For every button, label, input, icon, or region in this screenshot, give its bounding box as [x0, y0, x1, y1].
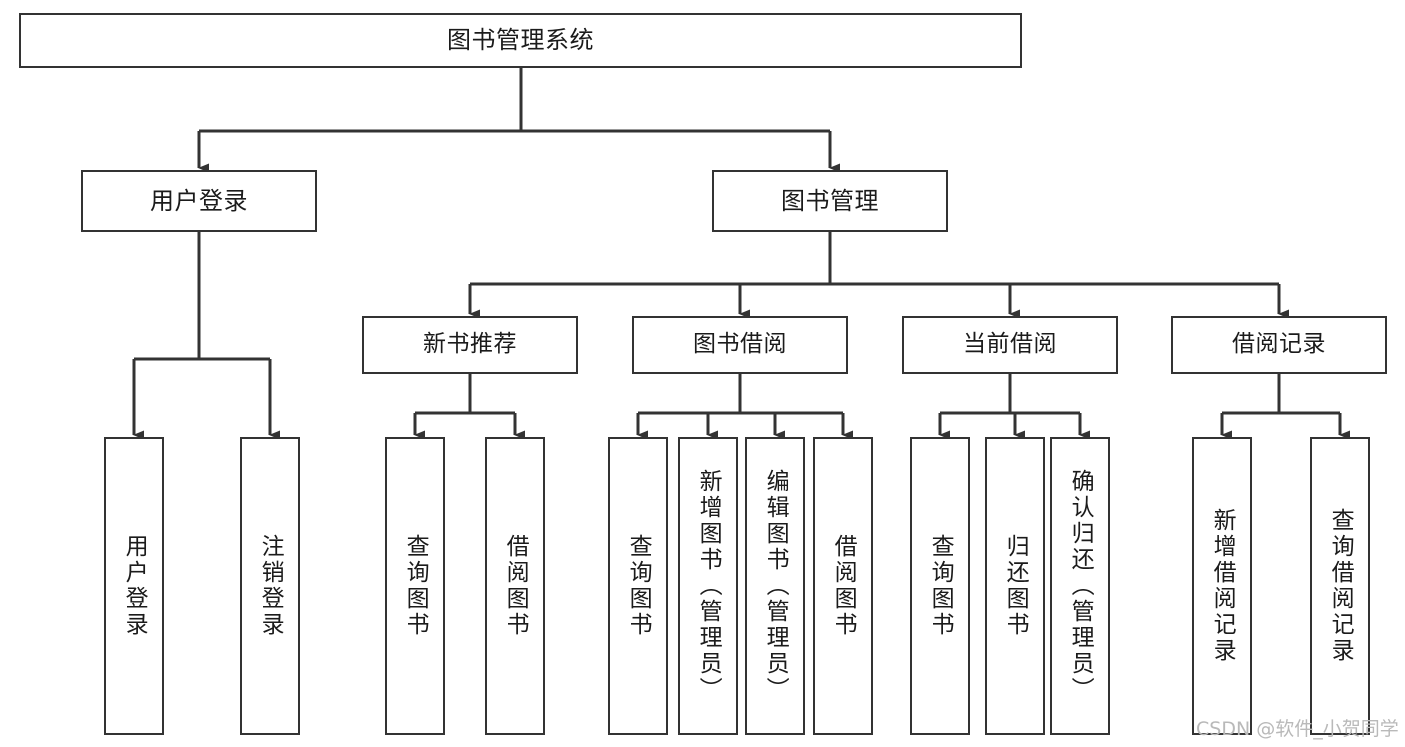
- node-label: 注销登录: [257, 534, 284, 638]
- node-newbooks[interactable]: 新书推荐: [362, 316, 578, 374]
- node-label: 新增图书（管理员）: [695, 469, 722, 703]
- node-leaf-logout[interactable]: 注销登录: [240, 437, 300, 735]
- node-label: 新增借阅记录: [1209, 508, 1236, 664]
- node-label: 借阅图书: [502, 534, 529, 638]
- node-label: 图书管理: [781, 186, 879, 215]
- node-label: 图书借阅: [693, 331, 787, 358]
- csdn-watermark: CSDN @软件_小贺同学: [1196, 718, 1399, 740]
- node-login[interactable]: 用户登录: [81, 170, 317, 232]
- node-label: 查询图书: [625, 534, 652, 638]
- node-label: 借阅图书: [830, 534, 857, 638]
- node-leaf-query-book[interactable]: 查询图书: [608, 437, 668, 735]
- node-leaf-query-record[interactable]: 查询借阅记录: [1310, 437, 1370, 735]
- edges: [132, 68, 1350, 440]
- node-label: 归还图书: [1002, 534, 1029, 638]
- node-leaf-borrow-new[interactable]: 借阅图书: [485, 437, 545, 735]
- node-label: 新书推荐: [423, 331, 517, 358]
- node-leaf-return[interactable]: 归还图书: [985, 437, 1045, 735]
- node-leaf-query-cur[interactable]: 查询图书: [910, 437, 970, 735]
- node-current[interactable]: 当前借阅: [902, 316, 1118, 374]
- node-leaf-borrow-book[interactable]: 借阅图书: [813, 437, 873, 735]
- node-label: 查询借阅记录: [1327, 508, 1354, 664]
- node-bookmgmt[interactable]: 图书管理: [712, 170, 948, 232]
- node-label: 借阅记录: [1232, 331, 1326, 358]
- node-leaf-add-record[interactable]: 新增借阅记录: [1192, 437, 1252, 735]
- node-leaf-query-new[interactable]: 查询图书: [385, 437, 445, 735]
- node-borrow[interactable]: 图书借阅: [632, 316, 848, 374]
- node-label: 用户登录: [150, 186, 248, 215]
- node-label: 编辑图书（管理员）: [762, 469, 789, 703]
- node-records[interactable]: 借阅记录: [1171, 316, 1387, 374]
- node-leaf-edit-book[interactable]: 编辑图书（管理员）: [745, 437, 805, 735]
- node-label: 查询图书: [927, 534, 954, 638]
- node-label: 查询图书: [402, 534, 429, 638]
- node-label: 用户登录: [121, 534, 148, 638]
- node-root[interactable]: 图书管理系统: [19, 13, 1022, 68]
- node-label: 当前借阅: [963, 331, 1057, 358]
- node-leaf-add-book[interactable]: 新增图书（管理员）: [678, 437, 738, 735]
- node-leaf-login[interactable]: 用户登录: [104, 437, 164, 735]
- node-label: 图书管理系统: [447, 26, 594, 55]
- node-label: 确认归还（管理员）: [1067, 469, 1094, 703]
- node-leaf-confirm[interactable]: 确认归还（管理员）: [1050, 437, 1110, 735]
